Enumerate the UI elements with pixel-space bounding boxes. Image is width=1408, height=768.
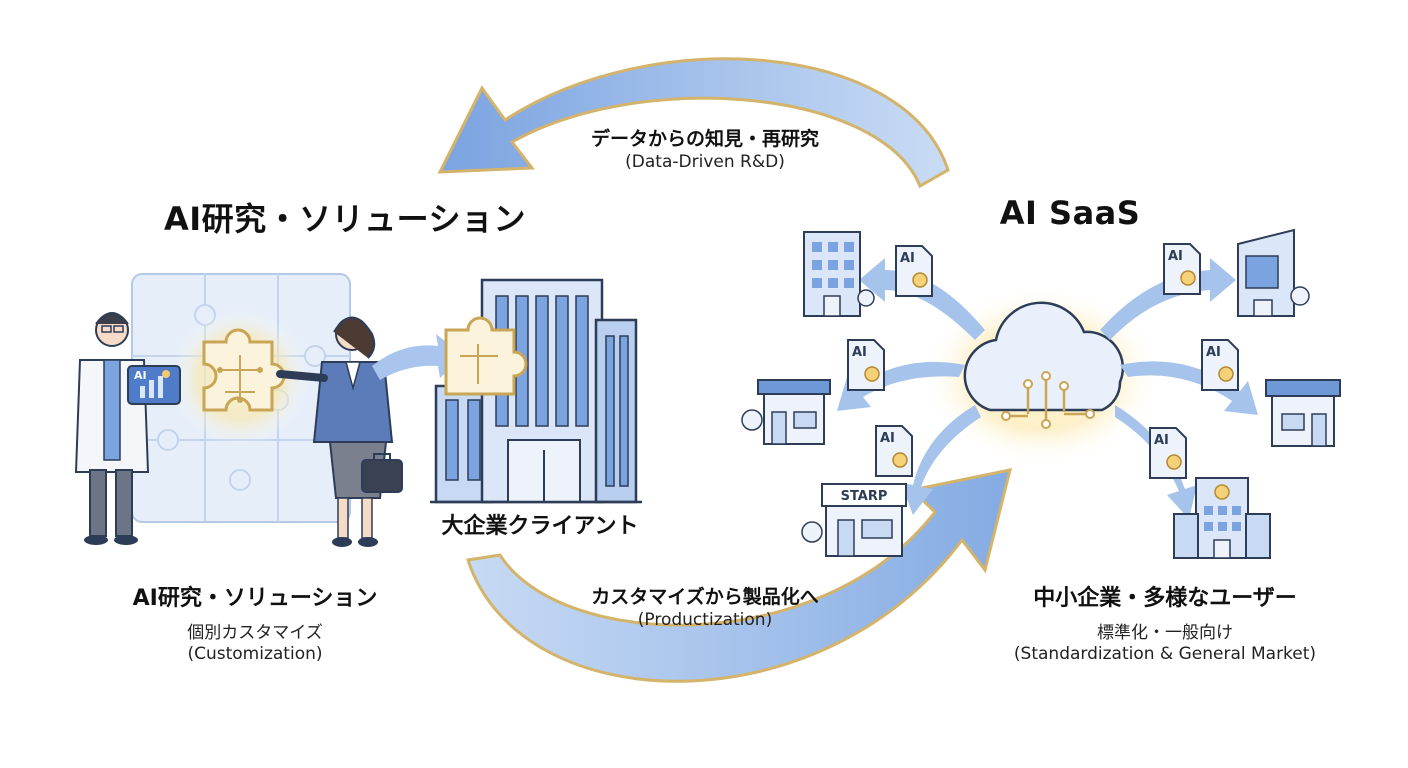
left-caption-line1: 個別カスタマイズ xyxy=(187,623,323,643)
ai-document-icon xyxy=(875,425,913,477)
shop-sign-text: STARP xyxy=(841,489,888,504)
left-heading: AI研究・ソリューション xyxy=(163,200,527,238)
right-caption-title: 中小企業・多様なユーザー xyxy=(1033,586,1297,611)
to-enterprise-arrow-icon xyxy=(372,334,464,380)
tablet-ai-label: AI xyxy=(134,369,147,382)
right-shop-icon xyxy=(1265,379,1341,447)
distribution-arrows xyxy=(837,258,1258,519)
enterprise-client-label: 大企業クライアント xyxy=(441,514,639,539)
office-building-icon xyxy=(803,231,875,317)
top-cycle-arrow xyxy=(437,57,950,189)
top-arrow-title: データからの知見・再研究 xyxy=(590,128,819,150)
right-caption-line2: (Standardization & General Market) xyxy=(1013,644,1317,664)
client-puzzle-piece-icon xyxy=(444,316,528,396)
left-caption-title: AI研究・ソリューション xyxy=(132,586,378,611)
bottom-cycle-arrow xyxy=(466,468,1013,683)
right-heading: AI SaaS xyxy=(999,194,1141,232)
bottom-arrow-title: カスタマイズから製品化へ xyxy=(591,586,819,608)
golden-puzzle-piece-icon xyxy=(170,308,310,448)
ai-document-icon xyxy=(1163,243,1201,295)
doc-ai-label: AI xyxy=(1168,249,1183,264)
doc-ai-label: AI xyxy=(1154,433,1169,448)
right-caption-line1: 標準化・一般向け xyxy=(1097,623,1233,643)
bottom-arrow-subtitle: (Productization) xyxy=(637,610,773,630)
doc-ai-label: AI xyxy=(852,345,867,360)
doc-ai-label: AI xyxy=(1206,345,1221,360)
shop-icon xyxy=(741,379,831,445)
tablet-icon xyxy=(127,365,181,405)
top-arrow-subtitle: (Data-Driven R&D) xyxy=(625,152,785,172)
doc-ai-label: AI xyxy=(900,251,915,266)
ai-document-icon xyxy=(1149,427,1187,479)
ai-document-icon xyxy=(895,245,933,297)
ai-document-icon xyxy=(847,339,885,391)
doc-ai-label: AI xyxy=(880,431,895,446)
briefcase-icon xyxy=(361,453,403,493)
ai-document-icons xyxy=(847,243,1239,479)
left-caption-line2: (Customization) xyxy=(187,644,323,664)
starp-shop-icon: STARP xyxy=(801,483,907,557)
hospital-building-icon xyxy=(1173,477,1271,559)
businesswoman-figure xyxy=(276,316,394,547)
modern-building-icon xyxy=(1237,228,1310,317)
ai-document-icon xyxy=(1201,339,1239,391)
